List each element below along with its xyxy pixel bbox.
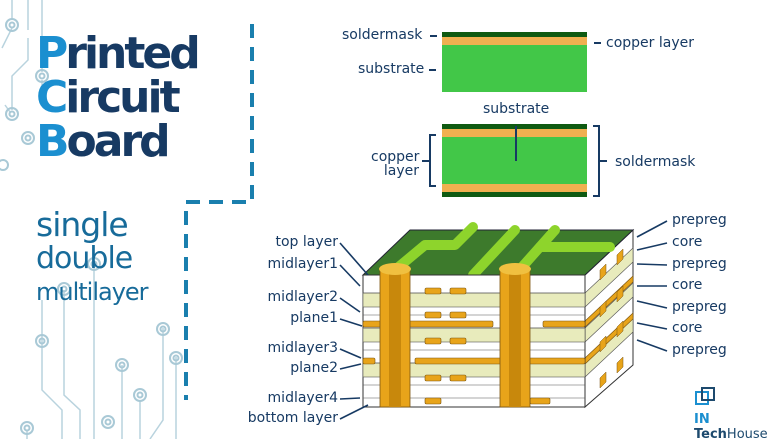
left-label: midlayer1 <box>267 256 338 272</box>
arrow-line <box>636 322 668 330</box>
title-cap-p: P <box>36 28 68 79</box>
type-double: double <box>36 241 133 276</box>
brand-logo-icon <box>695 387 715 405</box>
left-label: bottom layer <box>247 410 338 426</box>
right-label: prepreg <box>672 299 727 315</box>
left-label: plane1 <box>290 310 338 326</box>
arrow-line <box>636 220 668 238</box>
arrow-line <box>636 300 668 309</box>
copper-pad <box>449 337 467 345</box>
copper-layer <box>442 37 587 45</box>
side-copper-pad <box>599 335 607 353</box>
brand-tech: Tech <box>694 427 727 442</box>
left-label: midlayer4 <box>267 390 338 406</box>
single-layer-diagram <box>442 32 587 92</box>
arrow-line <box>339 397 361 400</box>
right-label: core <box>672 320 703 336</box>
copper-pad <box>424 311 442 319</box>
left-label: plane2 <box>290 360 338 376</box>
left-label: midlayer3 <box>267 340 338 356</box>
label-soldermask-double: soldermask <box>615 154 696 170</box>
arrow-line <box>339 242 369 276</box>
title-cap-b: B <box>36 116 70 167</box>
left-label: top layer <box>275 234 338 250</box>
title-line-board: Board <box>36 120 171 164</box>
label-substrate-double: substrate <box>483 101 550 117</box>
copper-pad <box>424 337 442 345</box>
brand-in: IN <box>694 412 710 427</box>
copper-pad <box>449 374 467 382</box>
copper-pad <box>424 287 442 295</box>
substrate-layer <box>442 45 587 92</box>
leader-substrate <box>429 69 436 71</box>
arrow-line <box>636 339 668 352</box>
title-line-printed: Printed <box>36 32 201 76</box>
right-label: core <box>672 234 703 250</box>
title-rest-board: oard <box>66 116 171 167</box>
title-rest-printed: rinted <box>65 28 200 79</box>
arrow-line <box>339 363 362 370</box>
label-copper-double-2: layer <box>383 163 419 179</box>
arrow-line <box>339 297 361 313</box>
title-cap-c: C <box>36 72 68 123</box>
side-copper-pad <box>616 356 624 374</box>
leader-soldermask <box>430 35 437 37</box>
right-label: core <box>672 277 703 293</box>
type-single: single <box>36 205 129 244</box>
copper-pad <box>362 357 376 365</box>
double-layer-diagram <box>422 124 607 197</box>
label-soldermask: soldermask <box>342 27 423 43</box>
side-copper-pad <box>599 300 607 318</box>
side-copper-pad <box>616 320 624 338</box>
dashed-frame <box>184 24 254 400</box>
copper-pad <box>542 320 586 328</box>
label-copper-double-1: copper <box>371 149 420 165</box>
arrow-line <box>339 264 361 287</box>
label-copper-layer: copper layer <box>606 35 694 51</box>
arrow-line <box>339 404 369 420</box>
title-rest-circuit: ircuit <box>65 72 180 123</box>
side-copper-pad <box>599 263 607 281</box>
type-multilayer: multilayer <box>36 278 149 306</box>
copper-pad <box>424 397 442 405</box>
arrow-line <box>636 263 668 266</box>
copper-pad <box>424 374 442 382</box>
brand-house: House <box>726 427 768 442</box>
title-line-circuit: Circuit <box>36 76 181 120</box>
brand-name: IN TechHouse <box>694 412 780 442</box>
arrow-line <box>339 348 362 359</box>
copper-pad <box>449 311 467 319</box>
right-label: prepreg <box>672 342 727 358</box>
right-label: prepreg <box>672 256 727 272</box>
side-copper-pad <box>616 248 624 266</box>
multilayer-board <box>361 222 635 409</box>
circuit-decoration <box>0 0 183 439</box>
arrow-line <box>339 318 363 327</box>
right-label: prepreg <box>672 212 727 228</box>
label-substrate: substrate <box>358 61 425 77</box>
copper-pad <box>449 287 467 295</box>
soldermask-layer <box>442 32 587 37</box>
arrow-line <box>636 242 668 251</box>
left-label: midlayer2 <box>267 289 338 305</box>
leader-copper-layer <box>594 42 601 44</box>
side-copper-pad <box>599 371 607 389</box>
side-copper-pad <box>616 285 624 303</box>
